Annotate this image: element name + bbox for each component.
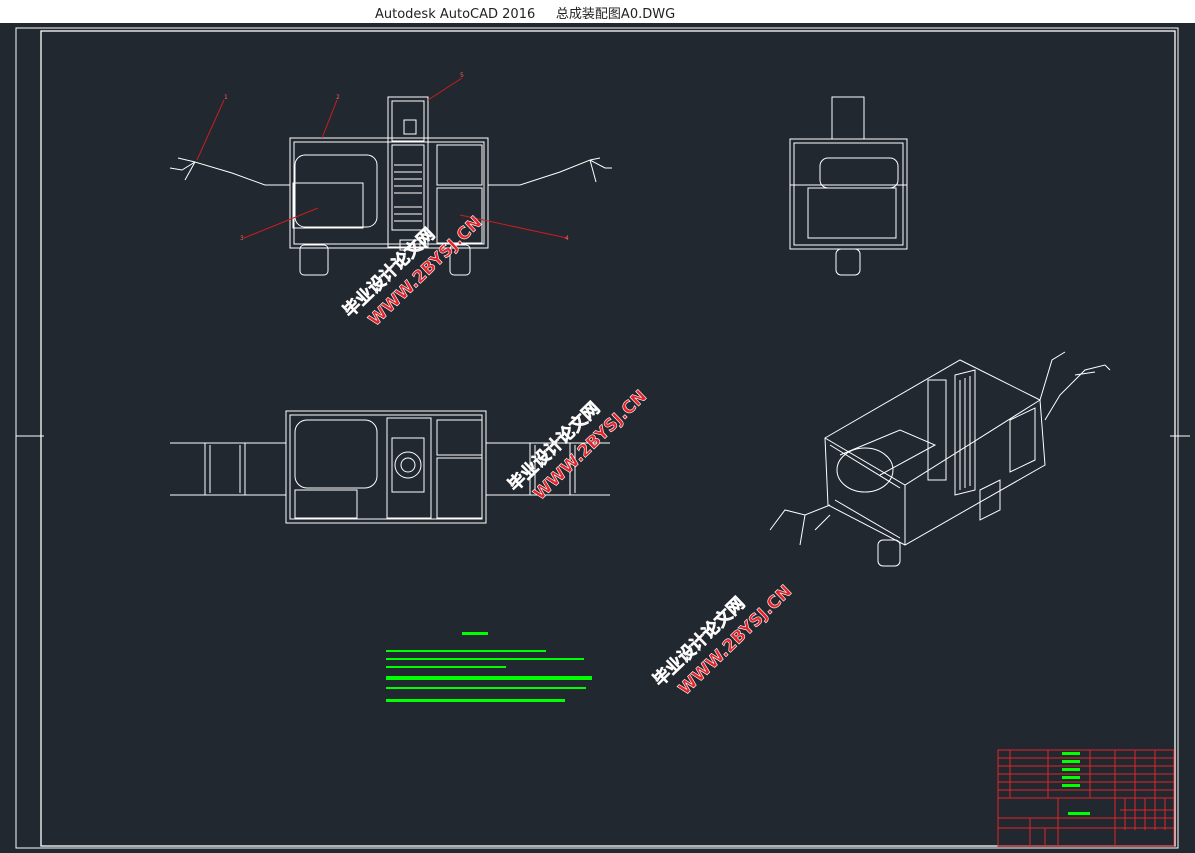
callout-1: 1 (224, 94, 228, 101)
title-block (997, 749, 1175, 847)
inner-border (40, 30, 1176, 847)
technical-notes (386, 632, 592, 702)
top-view (170, 410, 610, 524)
callout-2: 2 (336, 94, 340, 101)
isometric-view (769, 351, 1111, 567)
window-title-bar: Autodesk AutoCAD 2016 总成装配图A0.DWG (0, 0, 1195, 24)
callout-5: 5 (460, 72, 464, 79)
file-name: 总成装配图A0.DWG (555, 7, 676, 22)
leader-lines (196, 77, 568, 239)
watermark-3: 毕业设计论文网 WWW.2BYSJ.CN (649, 581, 797, 700)
callout-4: 4 (565, 235, 569, 242)
cad-drawing: 1 2 3 4 5 毕业设计论文网 WWW.2BYSJ.CN 毕业设计论文网 (15, 27, 1190, 849)
app-title: Autodesk AutoCAD 2016 (375, 7, 536, 22)
front-view (169, 96, 612, 276)
callout-labels: 1 2 3 4 5 (224, 72, 569, 242)
outer-border (15, 27, 1179, 849)
callout-3: 3 (240, 235, 244, 242)
title-block-marks (1062, 752, 1090, 815)
watermark-2: 毕业设计论文网 WWW.2BYSJ.CN (504, 386, 652, 505)
side-view (789, 96, 908, 276)
drawing-canvas[interactable]: 1 2 3 4 5 毕业设计论文网 WWW.2BYSJ.CN 毕业设计论文网 (0, 23, 1195, 853)
window-title: Autodesk AutoCAD 2016 总成装配图A0.DWG (375, 3, 675, 22)
